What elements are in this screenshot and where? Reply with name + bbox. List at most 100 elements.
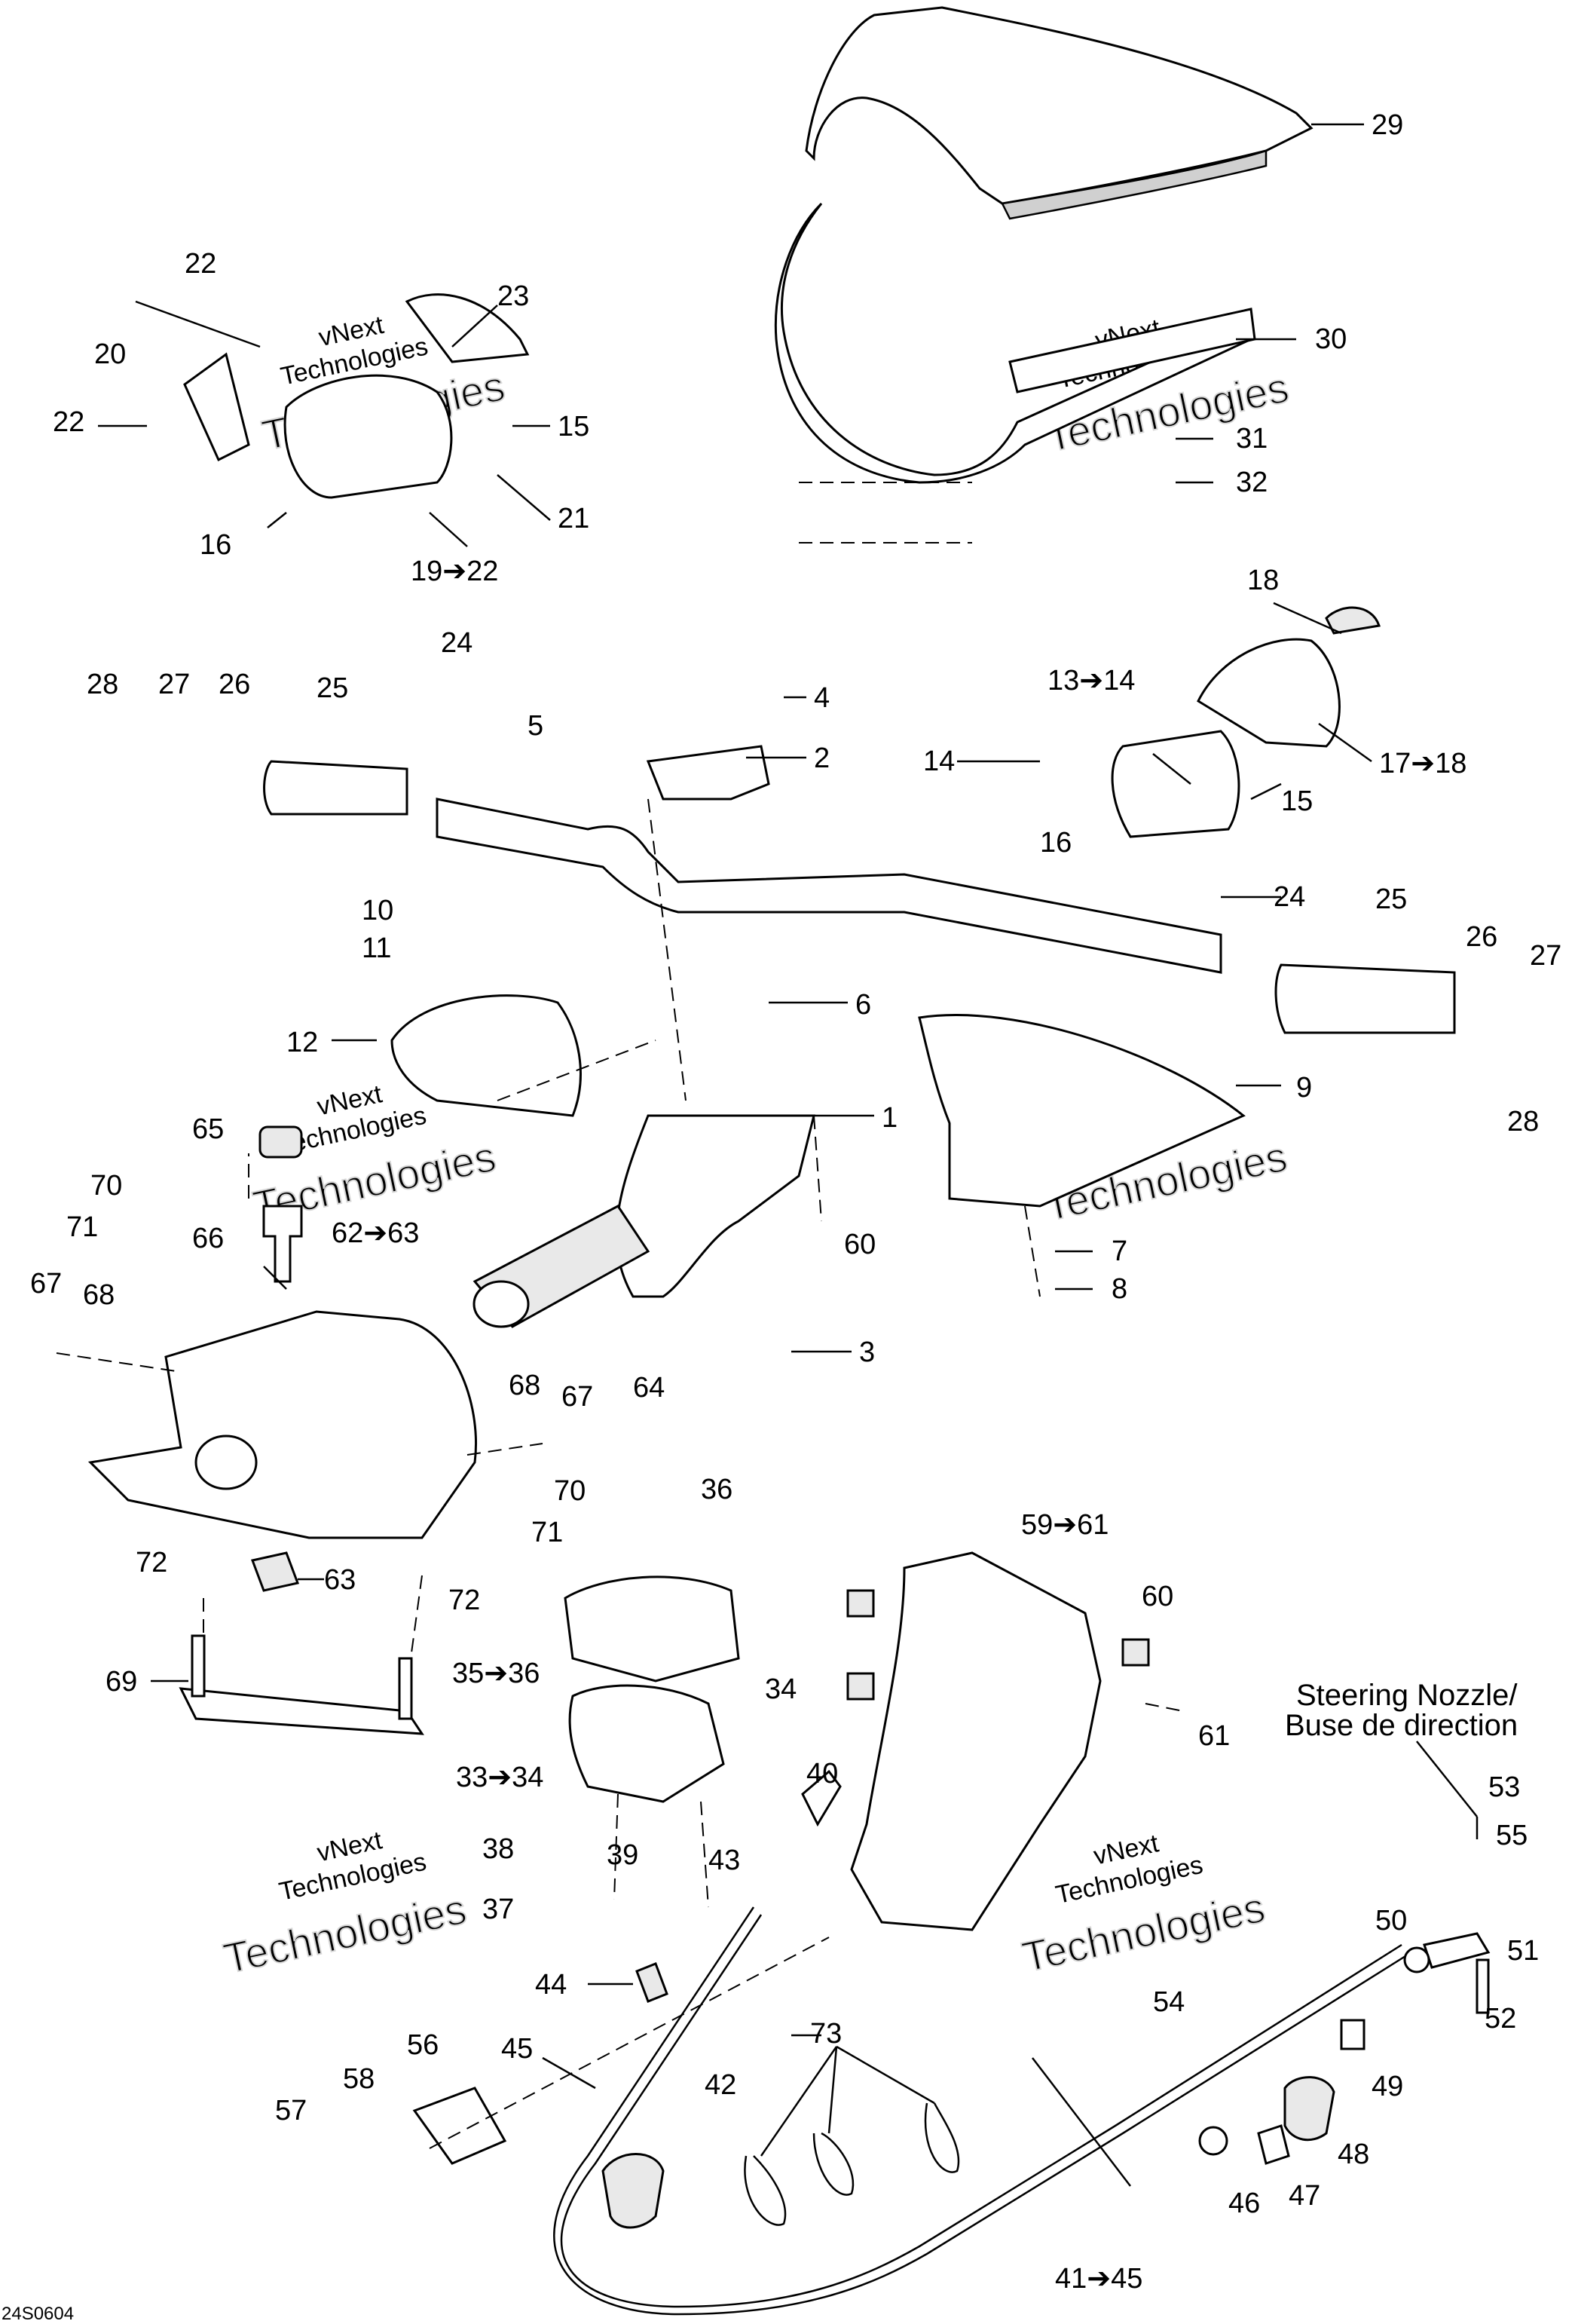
- handlebar-pad: [918, 1014, 1246, 1208]
- nut-60b: [846, 1672, 875, 1701]
- callout-23: 23: [497, 280, 529, 312]
- callout-10: 10: [362, 895, 393, 926]
- callout-57: 57: [275, 2095, 307, 2127]
- callout-46: 46: [1228, 2188, 1260, 2219]
- callout-36: 36: [701, 1474, 732, 1505]
- tie-73a: [744, 2155, 787, 2226]
- callout-32: 32: [1236, 467, 1268, 498]
- nut-60a: [846, 1589, 875, 1618]
- tie-73c: [924, 2102, 960, 2173]
- column-shaft-end: [472, 1280, 530, 1328]
- bushing-47: [1257, 2124, 1290, 2165]
- bracket-33: [568, 1684, 725, 1803]
- left-housing-cover: [405, 293, 530, 363]
- callout-34: 34: [765, 1673, 797, 1705]
- callout-15-right: 15: [1281, 785, 1313, 817]
- callout-38: 38: [482, 1833, 514, 1865]
- callout-4: 4: [814, 682, 830, 714]
- callout-70-left: 70: [90, 1170, 122, 1202]
- callout-26-right: 26: [1466, 921, 1497, 953]
- callout-33: 33➔34: [456, 1762, 543, 1793]
- watermark-big: Technologies: [1018, 1883, 1269, 1981]
- callout-73: 73: [810, 2018, 842, 2050]
- callout-3: 3: [859, 1337, 875, 1368]
- callout-53: 53: [1488, 1771, 1520, 1803]
- arm-40: [801, 1769, 842, 1827]
- handlebar-cover-upper: [805, 6, 1314, 205]
- sleeve-44: [635, 1962, 668, 2003]
- callout-25-left: 25: [317, 672, 348, 704]
- clamp-56: [412, 2087, 507, 2165]
- tie-73b: [812, 2132, 855, 2196]
- callout-42: 42: [705, 2069, 736, 2101]
- callout-7: 7: [1112, 1235, 1127, 1267]
- callout-13: 13➔14: [1047, 665, 1135, 697]
- bushing-48: [1283, 2076, 1335, 2142]
- callout-16-left: 16: [200, 529, 231, 561]
- callout-9: 9: [1296, 1072, 1312, 1104]
- bracket-35: [564, 1575, 740, 1683]
- callout-24-top: 24: [441, 627, 472, 659]
- callout-29: 29: [1372, 109, 1403, 141]
- callout-11: 11: [362, 932, 391, 964]
- stud-69-left: [191, 1634, 206, 1698]
- grip-right: [1274, 963, 1456, 1034]
- bolt-52: [1476, 1958, 1490, 2014]
- callout-35: 35➔36: [452, 1658, 540, 1689]
- callout-labels: 29 30 31 32 22 20 22 23 15 21 16 19➔22 1…: [2, 109, 1561, 2324]
- handlebar-clamp: [646, 745, 770, 801]
- callout-59: 59➔61: [1021, 1509, 1109, 1541]
- callout-2: 2: [814, 743, 830, 774]
- callout-62: 62➔63: [332, 1217, 419, 1249]
- callout-68-left: 68: [83, 1279, 115, 1311]
- left-housing-bracket: [183, 352, 250, 462]
- callout-60-left: 60: [844, 1229, 876, 1260]
- callout-22-top: 22: [185, 248, 216, 280]
- steering-cable: [560, 1914, 1402, 2308]
- callout-44: 44: [535, 1969, 567, 2001]
- callout-45: 45: [501, 2033, 533, 2065]
- rubber-stop-65: [258, 1125, 303, 1159]
- callout-28-left: 28: [87, 669, 118, 700]
- callout-12: 12: [286, 1027, 318, 1058]
- callout-63: 63: [324, 1564, 356, 1596]
- nut-60c: [1121, 1638, 1150, 1667]
- steering-cable-outer: [553, 1906, 1406, 2316]
- callout-67-right: 67: [561, 1381, 593, 1413]
- callout-26-left: 26: [219, 669, 250, 700]
- callout-27-right: 27: [1530, 940, 1561, 972]
- watermark-big: Technologies: [219, 1885, 470, 1983]
- stud-66: [262, 1205, 303, 1283]
- callout-27-left: 27: [158, 669, 190, 700]
- diagram-code: 24S0604: [2, 2304, 74, 2324]
- callout-69: 69: [106, 1666, 137, 1698]
- callout-71-left: 71: [66, 1211, 98, 1243]
- caption-line2: Buse de direction: [1285, 1709, 1518, 1742]
- callout-41: 41➔45: [1055, 2263, 1142, 2295]
- callout-52: 52: [1485, 2003, 1516, 2035]
- callout-8: 8: [1112, 1273, 1127, 1305]
- callout-22-left: 22: [53, 406, 84, 438]
- callout-15-left: 15: [558, 411, 589, 442]
- callout-28-right: 28: [1507, 1106, 1539, 1138]
- handlebar-tube: [436, 798, 1222, 974]
- steering-column: [615, 1114, 815, 1298]
- housing-cap-18: [1325, 606, 1381, 635]
- callout-24-right: 24: [1274, 881, 1305, 913]
- washer-46: [1198, 2126, 1228, 2156]
- callout-71-right: 71: [531, 1517, 563, 1548]
- part-shapes: [87, 6, 1491, 2316]
- callout-61: 61: [1198, 1720, 1230, 1752]
- callout-64: 64: [633, 1372, 665, 1404]
- callout-6: 6: [855, 989, 871, 1021]
- callout-66: 66: [192, 1223, 224, 1254]
- stud-69-right: [398, 1657, 413, 1720]
- callout-50: 50: [1375, 1905, 1407, 1937]
- callout-72-right: 72: [448, 1585, 480, 1616]
- callout-14: 14: [923, 746, 955, 777]
- sleeve-49: [1340, 2019, 1366, 2050]
- callout-40: 40: [806, 1758, 838, 1790]
- callout-67-left: 67: [30, 1268, 62, 1300]
- callout-43: 43: [708, 1845, 740, 1876]
